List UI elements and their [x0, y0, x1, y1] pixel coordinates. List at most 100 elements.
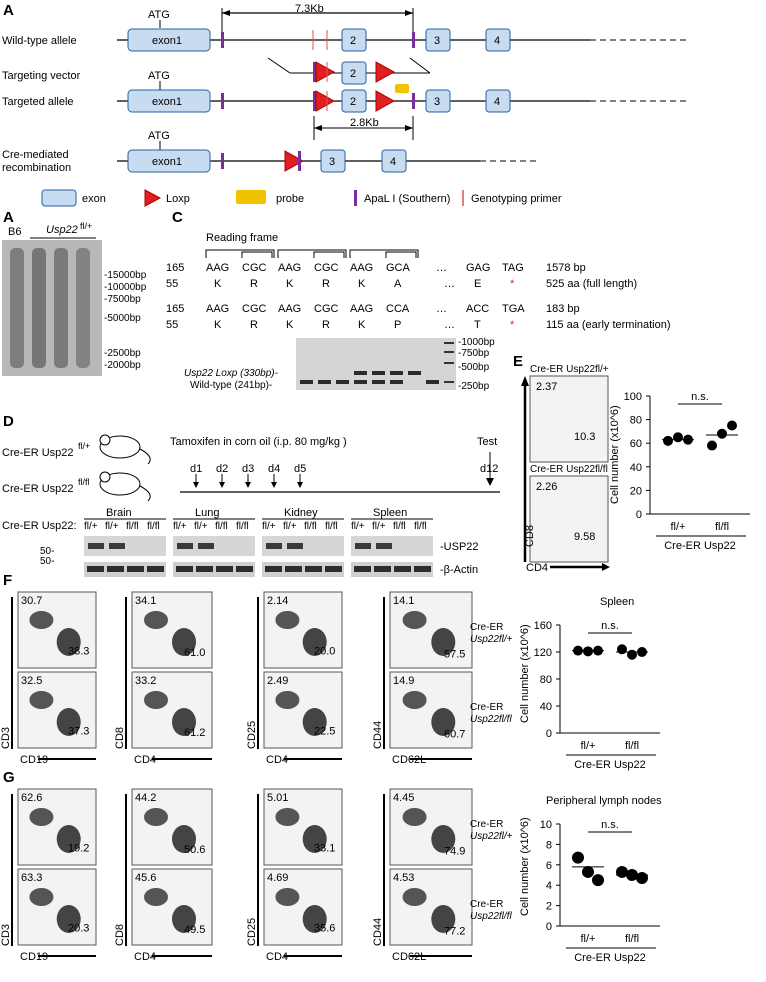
- y-tick-label: 6: [546, 860, 552, 872]
- facs-value: 61.0: [184, 647, 205, 659]
- facs-plot: [263, 868, 343, 946]
- facs-x-label: CD4: [266, 754, 288, 766]
- y-tick-label: 40: [630, 462, 642, 474]
- facs-population: [144, 691, 168, 709]
- lane-label: fl/+: [262, 521, 276, 532]
- lane-label: fl/fl: [236, 521, 249, 532]
- gel-ladder-band: [444, 342, 454, 344]
- amino-acid: K: [286, 319, 294, 331]
- western-actin: [351, 562, 433, 577]
- amino-acid: E: [474, 278, 481, 290]
- facs-population: [56, 825, 81, 853]
- western-actin: [84, 562, 166, 577]
- usp22-label: Usp22: [46, 224, 78, 236]
- row-label: Usp22fl/fl: [470, 714, 512, 725]
- facs-value: 35.6: [314, 922, 335, 934]
- category-label: fl/fl: [625, 933, 639, 945]
- actin-band: [414, 566, 431, 572]
- facs-y-label: CD3: [0, 924, 12, 946]
- e-title-2: Cre-ER Usp22fl/fl: [530, 464, 608, 475]
- lane-label: fl/fl: [304, 521, 317, 532]
- facs-plot: [17, 591, 97, 669]
- codon: AAG: [350, 303, 373, 315]
- facs-value: 45.6: [135, 872, 156, 884]
- test-day: d12: [480, 463, 498, 475]
- panel-c-sequence: C Reading frame 16555AAGKCGCRAAGKCGCRAAG…: [166, 209, 671, 392]
- row-label-vector: Targeting vector: [2, 70, 81, 82]
- frame-bracket: [349, 249, 419, 258]
- facs-y-label: CD44: [372, 721, 384, 749]
- marker-10000: -10000bp: [104, 282, 147, 293]
- gel-ladder-band: [444, 362, 454, 364]
- frame-bracket: [277, 249, 347, 258]
- marker-2500: -2500bp: [104, 348, 141, 359]
- y-tick-label: 4: [546, 880, 552, 892]
- y-tick-label: 2: [546, 901, 552, 913]
- e-val-3: 2.26: [536, 481, 557, 493]
- facs-value: 2.14: [267, 595, 288, 607]
- amino-acid: R: [250, 278, 258, 290]
- codon: CCA: [386, 303, 410, 315]
- data-point: [627, 649, 637, 660]
- facs-population: [144, 611, 168, 629]
- codon: CGC: [314, 262, 339, 274]
- frame-bracket: [385, 251, 417, 258]
- facs-value: 20.3: [68, 922, 89, 934]
- mouse2-sup: fl/fl: [78, 477, 90, 487]
- amino-acid: A: [394, 278, 402, 290]
- facs-value: 4.53: [393, 872, 414, 884]
- codon: AAG: [278, 303, 301, 315]
- codon: AAG: [206, 262, 229, 274]
- facs-population: [431, 628, 456, 656]
- marker-5000: -5000bp: [104, 313, 141, 324]
- genotype-row-label: Cre-ER Usp22:: [2, 520, 77, 532]
- facs-plot: [389, 591, 473, 669]
- significance-label: n.s.: [601, 620, 619, 632]
- frame-bracket: [313, 251, 345, 258]
- legend-apal-icon: [354, 190, 357, 206]
- facs-population: [275, 611, 300, 629]
- tissue-header: Spleen: [373, 507, 407, 519]
- y-tick-label: 0: [546, 921, 552, 933]
- facs-population: [144, 888, 168, 906]
- chart-x-label: Cre-ER Usp22: [574, 759, 646, 771]
- gel-band-wt: [354, 380, 367, 384]
- usp22-band: [376, 543, 392, 549]
- exon2-vector: 2: [350, 68, 356, 80]
- row-label: Cre-ER: [470, 899, 503, 910]
- lane-label: fl/+: [84, 521, 98, 532]
- facs-x-label: CD4: [134, 951, 156, 963]
- category-label: fl/+: [671, 521, 686, 533]
- data-point: [707, 440, 717, 451]
- frame-bracket: [205, 249, 275, 258]
- facs-population: [172, 628, 196, 656]
- row-num: 55: [166, 319, 178, 331]
- y-tick-label: 80: [630, 415, 642, 427]
- e-title-1: Cre-ER Usp22fl/+: [530, 364, 609, 375]
- panel-a-diagram: A 7.3Kb Wild-type allele ATG exon1 2 3 4…: [2, 2, 688, 207]
- facs-population: [402, 691, 427, 709]
- panel-label-d: D: [3, 413, 14, 430]
- amino-acid: *: [510, 319, 515, 331]
- row1-bp: 1578 bp: [546, 262, 586, 274]
- lane-label: fl/+: [283, 521, 297, 532]
- amino-acid: R: [250, 319, 258, 331]
- facs-value: 22.5: [314, 725, 335, 737]
- amino-acid: T: [474, 319, 481, 331]
- row-label: Cre-ER: [470, 819, 503, 830]
- mouse1-sup: fl/+: [78, 441, 90, 451]
- day-arrow-head: [219, 482, 225, 488]
- actin-band: [394, 566, 411, 572]
- chart-title: Spleen: [600, 596, 634, 608]
- actin-band: [236, 566, 253, 572]
- exon4-targeted: 4: [494, 96, 500, 108]
- row2-bp: 183 bp: [546, 303, 580, 315]
- lane-label: fl/+: [173, 521, 187, 532]
- mw-50-1: 50-: [40, 546, 54, 557]
- chart-y-label: Cell number (x10^6): [519, 624, 531, 723]
- gel-ladder-band: [444, 351, 454, 353]
- facs-population: [302, 708, 327, 736]
- codon: AAG: [278, 262, 301, 274]
